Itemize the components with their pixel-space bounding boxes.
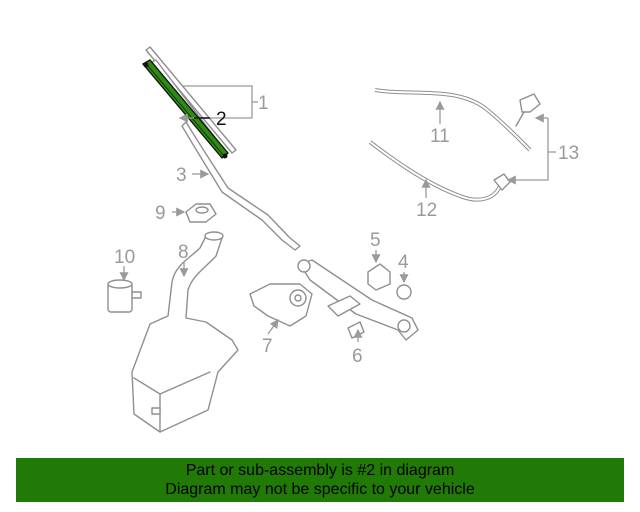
- wiper-arm: [181, 121, 301, 251]
- washer-hose-11: [374, 88, 532, 152]
- part-info-banner: Part or sub-assembly is #2 in diagram Di…: [16, 458, 624, 502]
- parts-diagram: 1 2 3 4 5 6 7 8 9 10 11 12 13: [107, 46, 579, 433]
- pivot-nut: [396, 284, 412, 300]
- leader-13-lower: [506, 118, 549, 185]
- washer-hose-12: [368, 140, 502, 202]
- washer-pump: [107, 279, 142, 313]
- banner-line-disclaimer: Diagram may not be specific to your vehi…: [165, 481, 475, 498]
- callout-8: 8: [178, 242, 189, 263]
- callout-10: 10: [114, 247, 135, 268]
- washer-nozzle-upper: [515, 93, 541, 127]
- callout-7: 7: [262, 336, 273, 357]
- grommet: [185, 203, 217, 223]
- callout-11: 11: [430, 126, 450, 147]
- callout-2: 2: [216, 109, 227, 130]
- callout-1: 1: [258, 93, 269, 114]
- callout-5: 5: [370, 230, 381, 251]
- washer-reservoir: [131, 231, 239, 433]
- pivot-cap: [367, 263, 391, 291]
- callout-3: 3: [176, 165, 187, 186]
- callout-13: 13: [558, 143, 579, 164]
- wiper-motor: [249, 283, 313, 327]
- callout-12: 12: [416, 200, 437, 221]
- leader-7: [267, 318, 279, 335]
- callout-4: 4: [398, 252, 409, 273]
- callout-9: 9: [155, 203, 166, 224]
- washer-nozzle-lower: [493, 173, 511, 191]
- blade-refill-part-2: [142, 59, 229, 159]
- callout-6: 6: [352, 346, 363, 367]
- banner-line-part: Part or sub-assembly is #2 in diagram: [185, 462, 455, 479]
